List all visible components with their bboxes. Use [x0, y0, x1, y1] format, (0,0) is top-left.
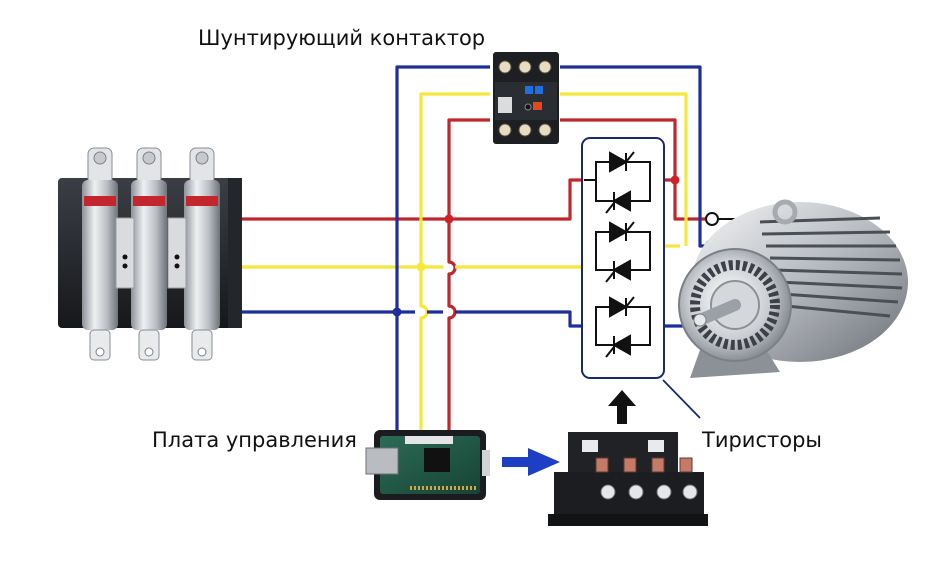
label-control-board: Плата управления: [152, 428, 357, 452]
fuse-pole-3: [184, 147, 220, 361]
junction-yellow: [416, 262, 426, 272]
wire-red-contactor-in: [447, 118, 490, 219]
wire-blue-main: [240, 310, 596, 328]
thyristor-block: [581, 137, 701, 419]
thyristor-pair-3: [595, 296, 651, 358]
wire-red-main: [240, 178, 596, 221]
motor: [678, 199, 908, 378]
thyristor-module: [548, 432, 708, 526]
signal-arrow: [502, 448, 560, 476]
terminal-motor-1: [705, 212, 719, 226]
wire-yellow-contactor-in: [419, 92, 490, 267]
junction-red-thyristor: [670, 175, 680, 185]
fuse-pole-1: [82, 147, 118, 361]
fuse-block: [58, 147, 242, 361]
wire-yellow-contactor-out: [560, 92, 688, 246]
label-thyristors: Тиристоры: [702, 428, 822, 452]
control-board: [365, 430, 490, 500]
up-arrow: [608, 390, 636, 424]
bypass-contactor: [493, 52, 559, 144]
wire-red-contactor-out: [560, 118, 677, 180]
fuse-pole-2: [131, 147, 167, 361]
thyristor-pointer-line: [662, 379, 701, 419]
thyristor-pair-1: [584, 151, 651, 214]
thyristor-pair-2: [595, 221, 651, 283]
label-bypass-contactor: Шунтирующий контактор: [198, 26, 486, 50]
thyristor-enclosure: [581, 137, 665, 379]
wire-blue-contactor-in: [395, 65, 490, 312]
wire-red-board: [447, 219, 457, 430]
junction-blue: [392, 307, 402, 317]
junction-red: [444, 214, 454, 224]
wire-yellow-board: [419, 267, 429, 430]
